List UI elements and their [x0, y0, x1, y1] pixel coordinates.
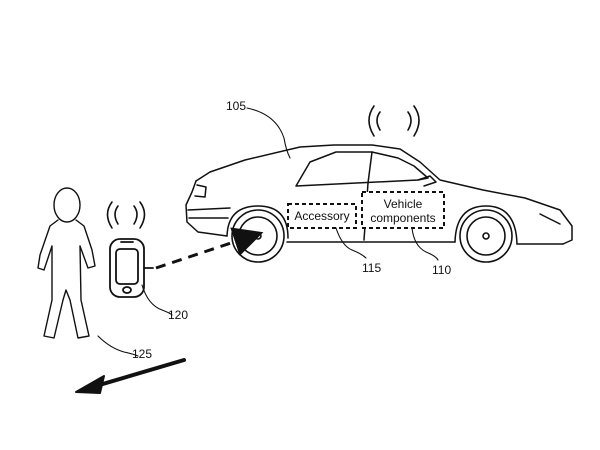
leader-120 [141, 284, 173, 316]
leader-110 [411, 227, 439, 261]
accessory-label: Accessory [294, 209, 349, 223]
person-figure [37, 187, 96, 339]
accessory-box: Accessory [287, 203, 357, 229]
ref-110: 110 [432, 263, 451, 277]
ref-115: 115 [362, 261, 381, 275]
mobile-device-icon [109, 238, 154, 298]
direction-arrow [75, 358, 186, 394]
vehicle-outline [185, 144, 573, 245]
ref-125: 125 [132, 347, 152, 361]
front-wheel [459, 209, 513, 263]
leader-125 [97, 335, 139, 357]
ref-105: 105 [226, 99, 246, 113]
leader-115 [335, 227, 367, 259]
ref-120: 120 [168, 308, 188, 322]
vehicle-components-label-line2: components [370, 211, 435, 225]
rear-wheel [231, 209, 285, 263]
leader-105 [246, 107, 291, 159]
vehicle-components-label-line1: Vehicle [384, 197, 423, 211]
wireless-signal-icon-person [106, 201, 146, 229]
vehicle-components-box: Vehicle components [361, 191, 445, 229]
wireless-signal-icon-vehicle [368, 105, 420, 137]
